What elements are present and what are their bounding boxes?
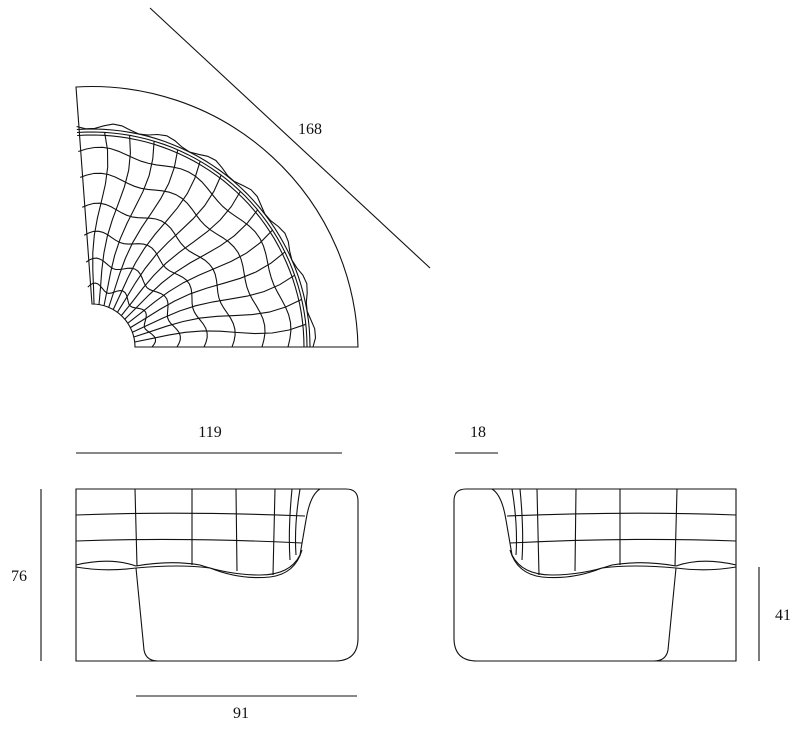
width-label: 119: [198, 424, 222, 441]
seat-arc: [76, 128, 311, 348]
seat-ring: [79, 172, 266, 348]
seat-seam: [98, 135, 131, 305]
diagonal-label: 168: [298, 121, 322, 138]
seat-seam: [127, 229, 273, 324]
arm-width-label: 18: [470, 424, 486, 441]
seat-seam: [132, 274, 295, 333]
back-seams: [134, 488, 301, 576]
seat-seam: [124, 209, 259, 320]
height-label: 76: [11, 568, 27, 585]
seat-ring: [83, 230, 208, 348]
front-outline: [75, 488, 359, 662]
seat-seam: [108, 149, 179, 308]
seat-grid: [76, 123, 317, 348]
seat-seam: [120, 191, 241, 316]
seat-edge-lower: [75, 549, 303, 579]
depth-label: 91: [233, 705, 249, 722]
seat-arc: [77, 134, 305, 348]
seat-arc: [76, 123, 317, 348]
seat-ring: [87, 282, 157, 348]
front-view-right: [453, 488, 737, 662]
diagonal-dimension-line: [149, 7, 431, 269]
seat-seam: [134, 323, 306, 343]
seat-seam: [103, 141, 155, 306]
seat-cushion: [135, 567, 159, 662]
seat-ring: [81, 202, 236, 348]
seat-height-label: 41: [775, 607, 791, 624]
top-view-outline: [75, 85, 359, 348]
seat-seam: [112, 161, 201, 310]
seat-ring: [78, 146, 292, 348]
top-view: [75, 7, 431, 348]
back-line-2: [75, 538, 303, 544]
seat-seam: [92, 132, 109, 305]
back-line-1: [75, 512, 306, 517]
seat-seam: [133, 298, 302, 338]
seat-seam: [130, 251, 286, 329]
seat-edge: [75, 488, 321, 576]
front-view-left: [75, 488, 359, 662]
seat-seam: [116, 174, 222, 313]
seat-arc: [76, 131, 308, 348]
